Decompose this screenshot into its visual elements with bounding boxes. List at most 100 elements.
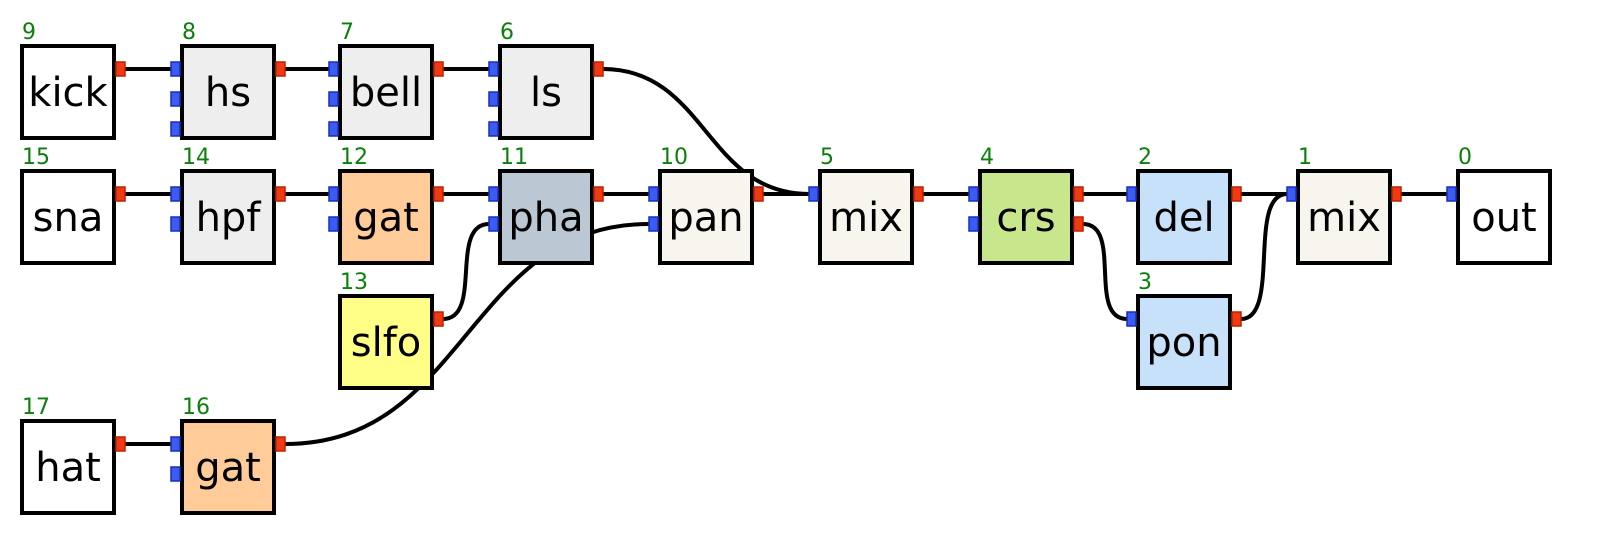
node-box[interactable] [498, 169, 594, 265]
output-port[interactable] [1231, 186, 1242, 202]
output-port[interactable] [275, 436, 286, 452]
node-label: kick [28, 70, 108, 116]
input-port[interactable] [648, 216, 659, 232]
node-label: sna [33, 195, 104, 241]
output-port[interactable] [115, 61, 126, 77]
node-box[interactable] [20, 419, 116, 515]
input-port[interactable] [968, 216, 979, 232]
input-port[interactable] [488, 91, 499, 107]
input-port[interactable] [808, 186, 819, 202]
node-hs-8[interactable]: hs8 [170, 20, 286, 140]
input-port[interactable] [170, 91, 181, 107]
output-port[interactable] [593, 186, 604, 202]
input-port[interactable] [648, 186, 659, 202]
output-port[interactable] [433, 61, 444, 77]
node-box[interactable] [498, 44, 594, 140]
wire-4-to-3[interactable] [1082, 222, 1128, 321]
output-port[interactable] [593, 61, 604, 77]
output-port[interactable] [115, 186, 126, 202]
node-id-label: 14 [182, 145, 210, 170]
input-port[interactable] [328, 91, 339, 107]
node-box[interactable] [338, 169, 434, 265]
node-label: hpf [196, 195, 262, 241]
node-box[interactable] [818, 169, 914, 265]
wire-13-to-11[interactable] [442, 222, 490, 321]
input-port[interactable] [328, 121, 339, 137]
input-port[interactable] [488, 121, 499, 137]
node-box[interactable] [978, 169, 1074, 265]
node-box[interactable] [658, 169, 754, 265]
node-box[interactable] [1136, 294, 1232, 390]
node-id-label: 16 [182, 395, 210, 420]
output-port[interactable] [1391, 186, 1402, 202]
output-port[interactable] [1073, 186, 1084, 202]
output-port[interactable] [1073, 216, 1084, 232]
input-port[interactable] [968, 186, 979, 202]
node-label: gat [353, 195, 419, 241]
output-port[interactable] [433, 186, 444, 202]
output-port[interactable] [275, 186, 286, 202]
node-hpf-14[interactable]: hpf 14 [170, 145, 286, 265]
output-port[interactable] [115, 436, 126, 452]
node-label: out [1471, 195, 1537, 241]
output-port[interactable] [275, 61, 286, 77]
node-label: del [1153, 195, 1214, 241]
node-id-label: 9 [22, 20, 36, 45]
input-port[interactable] [328, 186, 339, 202]
node-box[interactable] [1296, 169, 1392, 265]
node-box[interactable] [180, 169, 276, 265]
node-box[interactable] [20, 169, 116, 265]
input-port[interactable] [170, 466, 181, 482]
input-port[interactable] [328, 61, 339, 77]
output-port[interactable] [433, 311, 444, 327]
node-label: gat [195, 445, 261, 491]
input-port[interactable] [170, 186, 181, 202]
input-port[interactable] [488, 216, 499, 232]
node-gat-16[interactable]: gat 16 [170, 395, 286, 515]
node-kick-9[interactable]: kick 9 [20, 20, 126, 140]
input-port[interactable] [170, 436, 181, 452]
output-port[interactable] [753, 186, 764, 202]
input-port[interactable] [170, 121, 181, 137]
input-port[interactable] [1126, 186, 1137, 202]
node-label: mix [829, 195, 903, 241]
input-port[interactable] [1126, 311, 1137, 327]
node-box[interactable] [338, 294, 434, 390]
node-mix-5[interactable]: mix 5 [808, 145, 924, 265]
wire-6-to-5[interactable] [602, 67, 810, 196]
node-box[interactable] [338, 44, 434, 140]
input-port[interactable] [488, 186, 499, 202]
output-port[interactable] [913, 186, 924, 202]
wire-3-to-1[interactable] [1240, 192, 1288, 321]
input-port[interactable] [170, 216, 181, 232]
input-port[interactable] [488, 61, 499, 77]
node-box[interactable] [180, 44, 276, 140]
node-box[interactable] [180, 419, 276, 515]
node-ls-6[interactable]: ls6 [488, 20, 604, 140]
node-id-label: 5 [820, 145, 834, 170]
node-box[interactable] [1456, 169, 1552, 265]
wire-layer [124, 66, 1447, 447]
output-port[interactable] [1231, 311, 1242, 327]
node-box[interactable] [20, 44, 116, 140]
input-port[interactable] [1446, 186, 1457, 202]
node-id-label: 10 [660, 145, 688, 170]
node-id-label: 3 [1138, 270, 1152, 295]
input-port[interactable] [328, 216, 339, 232]
input-port[interactable] [170, 61, 181, 77]
node-label: mix [1307, 195, 1381, 241]
node-box[interactable] [1136, 169, 1232, 265]
input-port[interactable] [1286, 186, 1297, 202]
